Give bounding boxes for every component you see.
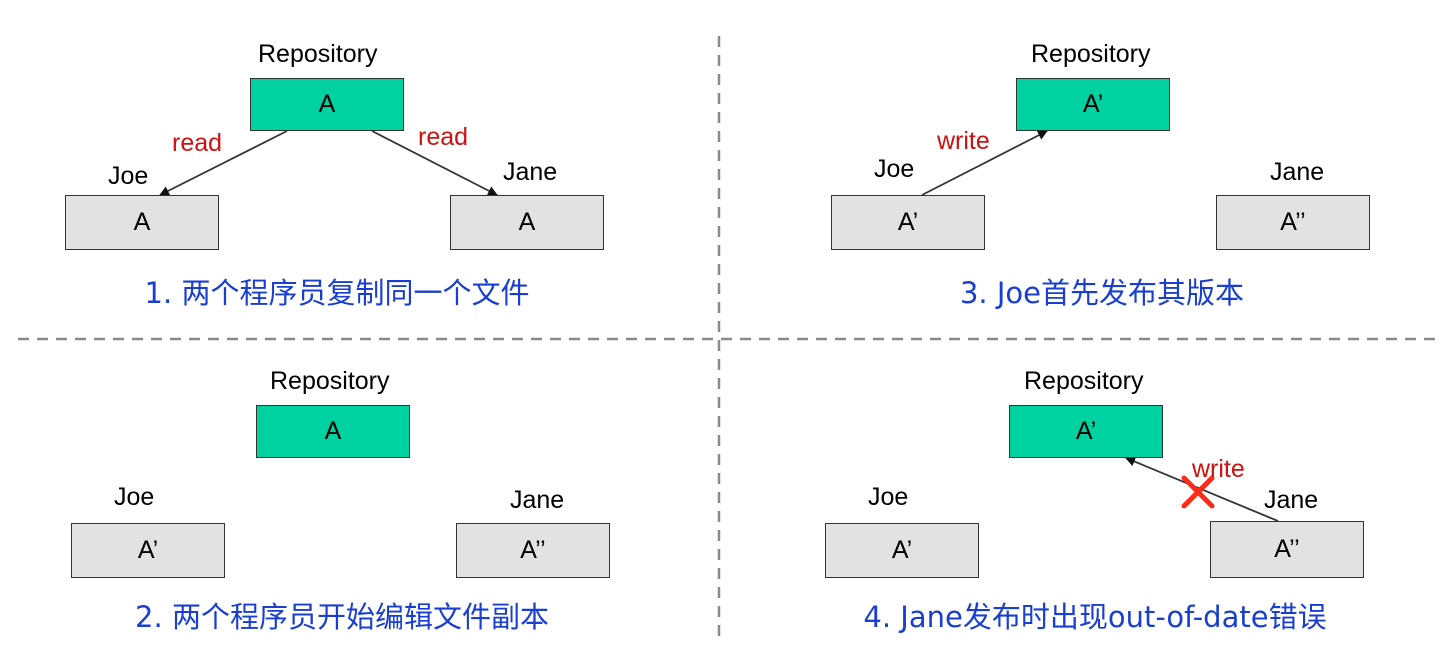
panel1-jane-label: Jane — [503, 158, 558, 186]
panel4-joe-label: Joe — [868, 483, 909, 511]
panel1-read-label-right: read — [418, 123, 469, 151]
panel2-joe-box: A’ — [71, 523, 225, 578]
panel1-read-arrow-right — [371, 130, 498, 196]
panel3-joe-box: A’ — [831, 195, 985, 250]
panel2-caption: 2. 两个程序员开始编辑文件副本 — [135, 600, 549, 634]
panel2-joe-label: Joe — [114, 483, 155, 511]
panel1-read-arrow-left — [159, 130, 288, 196]
panel3-write-label: write — [937, 127, 990, 155]
panel4-write-label: write — [1192, 455, 1245, 483]
error-cross-icon — [1181, 475, 1215, 509]
panel1-read-label-left: read — [172, 129, 223, 157]
panel3-repository-box: A’ — [1016, 78, 1170, 131]
panel2-jane-label: Jane — [510, 486, 565, 514]
panel1-repository-box: A — [250, 78, 404, 131]
panel4-jane-label: Jane — [1264, 486, 1319, 514]
panel1-joe-label: Joe — [108, 162, 149, 190]
panel3-joe-label: Joe — [874, 155, 915, 183]
panel1-jane-box: A — [450, 195, 604, 250]
panel2-repository-label: Repository — [270, 367, 390, 395]
panel3-jane-label: Jane — [1270, 158, 1325, 186]
panel4-joe-box: A’ — [825, 523, 979, 578]
panel3-write-arrow — [921, 130, 1048, 196]
panel2-jane-box: A’’ — [456, 523, 610, 578]
panel4-jane-box: A’’ — [1210, 521, 1364, 578]
panel3-jane-box: A’’ — [1216, 195, 1370, 250]
panel2-repository-box: A — [256, 405, 410, 458]
panel1-caption: 1. 两个程序员复制同一个文件 — [144, 276, 530, 310]
panel4-repository-box: A’ — [1009, 405, 1163, 458]
panel4-caption: 4. Jane发布时出现out-of-date错误 — [863, 600, 1327, 634]
panel3-caption: 3. Joe首先发布其版本 — [959, 276, 1245, 310]
panel3-repository-label: Repository — [1031, 40, 1151, 68]
panel4-repository-label: Repository — [1024, 367, 1144, 395]
panel1-joe-box: A — [65, 195, 219, 250]
panel1-repository-label: Repository — [258, 40, 378, 68]
